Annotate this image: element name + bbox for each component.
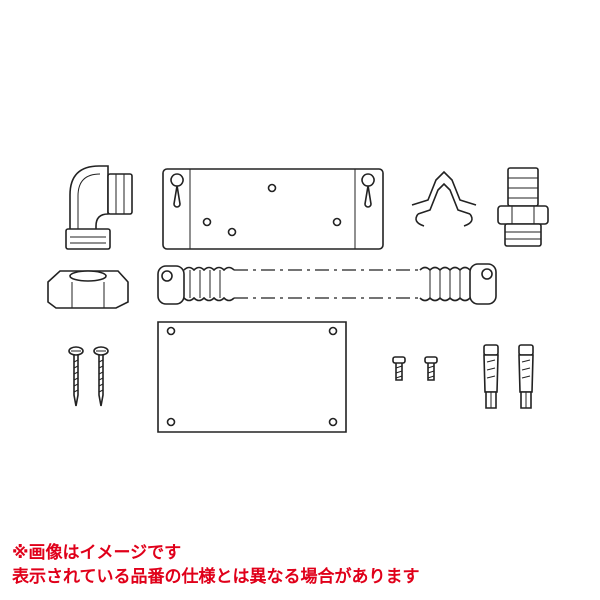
- anchor-bolt: [519, 345, 533, 408]
- disclaimer-line-2: 表示されている品番の仕様とは異なる場合があります: [12, 567, 420, 587]
- wall-bracket-plate: [163, 169, 383, 249]
- disclaimer-line-1: ※画像はイメージです: [12, 543, 182, 563]
- wood-screw: [94, 347, 108, 406]
- clip-spring: [412, 172, 476, 226]
- cap-nut: [48, 271, 128, 308]
- straight-union-fitting: [498, 168, 548, 246]
- anchor-bolt: [484, 345, 498, 408]
- flexible-hose: [158, 264, 496, 304]
- mounting-plate: [158, 322, 346, 432]
- small-machine-screw: [393, 357, 405, 380]
- small-machine-screw: [425, 357, 437, 380]
- wood-screw: [69, 347, 83, 406]
- elbow-fitting: [66, 166, 132, 249]
